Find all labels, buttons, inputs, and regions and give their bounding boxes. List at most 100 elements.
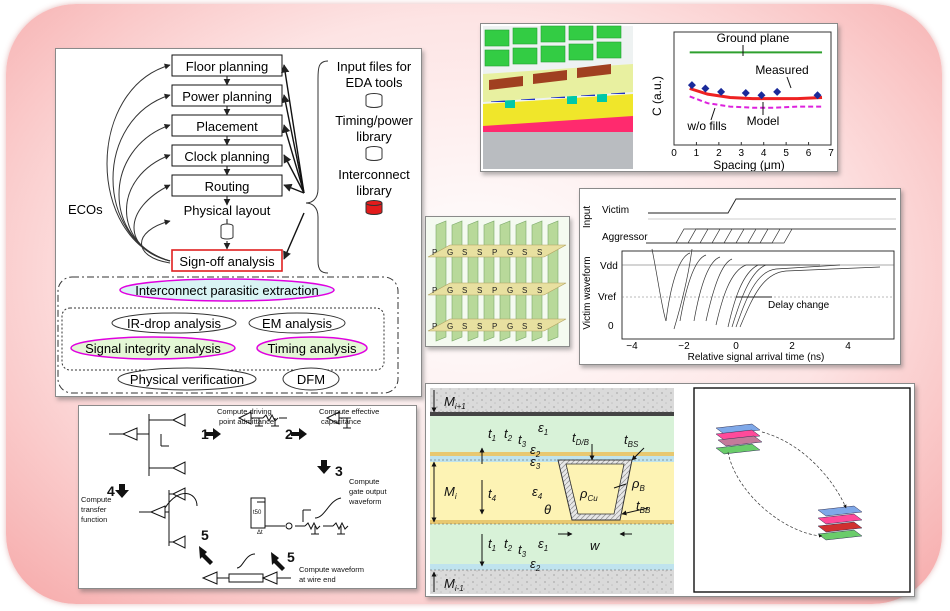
pgs-letter: P bbox=[492, 322, 497, 331]
pgs-letter: S bbox=[462, 322, 467, 331]
pgs-letter: P bbox=[492, 248, 497, 257]
stage-floor-planning: Floor planning bbox=[186, 59, 268, 74]
aggressor-waveforms bbox=[646, 228, 896, 244]
step-effective-line1: Compute effective bbox=[319, 407, 379, 416]
pgs-letter: G bbox=[507, 322, 513, 331]
svg-text:−2: −2 bbox=[678, 341, 690, 352]
step-gate-output-line3: waveform bbox=[348, 497, 382, 506]
series-line-1 bbox=[689, 87, 823, 101]
step-number-3: 3 bbox=[335, 463, 343, 479]
inputs-title-line1: Input files for bbox=[337, 59, 412, 74]
epsilon-1-lower: ε1 bbox=[538, 536, 548, 553]
stage-placement: Placement bbox=[196, 119, 258, 134]
lower-metal-layer bbox=[430, 570, 674, 594]
t50-label: t50 bbox=[253, 510, 262, 516]
thickness-t2-upper: t2 bbox=[504, 426, 513, 443]
step-number-5a: 5 bbox=[201, 527, 209, 543]
series-line-2 bbox=[689, 95, 823, 109]
step-transfer-line3: function bbox=[81, 515, 107, 524]
wo-fills-annotation: w/o fills bbox=[686, 119, 726, 133]
x-tick-label: 1 bbox=[694, 148, 700, 159]
svg-text:2: 2 bbox=[789, 341, 795, 352]
step-number-2: 2 bbox=[285, 426, 293, 442]
pgs-letter: S bbox=[477, 286, 482, 295]
x-tick-label: 0 bbox=[671, 148, 677, 159]
x-tick-label: 4 bbox=[761, 148, 767, 159]
width-w-label: w bbox=[590, 538, 601, 553]
epsilon-3: ε3 bbox=[530, 454, 541, 471]
measured-point bbox=[701, 84, 710, 93]
signoff-label: Sign-off analysis bbox=[179, 254, 275, 269]
ground-plane-annotation: Ground plane bbox=[717, 31, 790, 45]
t-bb-label: tBB bbox=[636, 498, 651, 515]
capacitance-plot-area bbox=[673, 31, 832, 146]
thickness-t2-lower: t2 bbox=[504, 536, 513, 553]
capacitance-x-axis-label: Spacing (μm) bbox=[713, 158, 785, 171]
theta-label: θ bbox=[544, 502, 551, 517]
step-driving-line2: point admittance bbox=[219, 417, 274, 426]
victim-waveforms bbox=[651, 248, 881, 330]
measured-point bbox=[741, 89, 750, 98]
t-db-label: tD/B bbox=[572, 430, 590, 447]
x-tick-label: 3 bbox=[739, 148, 745, 159]
pgs-letter: G bbox=[447, 286, 453, 295]
3d-fill-structure bbox=[483, 25, 633, 169]
measured-point bbox=[813, 91, 822, 100]
step-transfer-line1: Compute bbox=[81, 495, 111, 504]
victim-label: Victim bbox=[602, 205, 629, 216]
stacked-layers-illustration bbox=[693, 387, 911, 593]
physical-layout-label: Physical layout bbox=[184, 203, 271, 218]
crosstalk-x-ticks: −4 −2 0 2 4 bbox=[626, 341, 851, 352]
model-annotation: Model bbox=[747, 114, 780, 128]
step-gate-output-line1: Compute bbox=[349, 477, 379, 486]
stage-clock-planning: Clock planning bbox=[184, 149, 269, 164]
step-transfer-line2: transfer bbox=[81, 505, 107, 514]
pgs-letter: S bbox=[462, 248, 467, 257]
pgs-letter: G bbox=[507, 248, 513, 257]
wire-cross-section-panel: Mi+1 Mi Mi-1 t1 t2 t3 t4 t1 t2 t3 ε1 ε2 … bbox=[425, 383, 915, 597]
svg-text:4: 4 bbox=[845, 341, 851, 352]
pgs-letter: S bbox=[522, 322, 527, 331]
metal-mid-label: Mi bbox=[444, 484, 457, 501]
thickness-t3-lower: t3 bbox=[518, 542, 527, 559]
x-tick-label: 2 bbox=[716, 148, 722, 159]
pgs-letter: G bbox=[507, 286, 513, 295]
epsilon-1-upper: ε1 bbox=[538, 420, 548, 437]
timing-analysis-label: Timing analysis bbox=[267, 341, 357, 356]
pgs-letter: P bbox=[432, 248, 437, 257]
thickness-t4: t4 bbox=[488, 486, 497, 503]
measured-annotation: Measured bbox=[755, 63, 808, 77]
victim-waveform-plot bbox=[621, 250, 895, 340]
crosstalk-panel: Input Victim waveform Victim Aggressor V… bbox=[579, 188, 901, 365]
step-number-4: 4 bbox=[107, 483, 115, 499]
x-tick-label: 6 bbox=[806, 148, 812, 159]
pgs-letter: S bbox=[537, 248, 542, 257]
x-tick-label: 7 bbox=[828, 148, 834, 159]
measured-point bbox=[717, 87, 726, 96]
wire-cross-section-diagram: Mi+1 Mi Mi-1 t1 t2 t3 t4 t1 t2 t3 ε1 ε2 … bbox=[426, 384, 911, 596]
thickness-t1-upper: t1 bbox=[488, 426, 496, 443]
timing-lib-line2: library bbox=[356, 129, 392, 144]
capacitance-x-ticks: 0 1 2 3 4 5 6 7 bbox=[671, 142, 834, 159]
measured-point bbox=[757, 91, 766, 100]
stage-routing: Routing bbox=[205, 179, 250, 194]
x-tick-label: 5 bbox=[783, 148, 789, 159]
crosstalk-x-axis-label: Relative signal arrival time (ns) bbox=[688, 352, 825, 363]
rho-cu-label: ρCu bbox=[579, 486, 598, 503]
design-flow-diagram: Floor planning Power planning Placement … bbox=[57, 54, 413, 394]
ecos-label: ECOs bbox=[68, 202, 103, 217]
inputs-title-line2: EDA tools bbox=[345, 75, 403, 90]
interconnect-lib-line1: Interconnect bbox=[338, 167, 410, 182]
ir-drop-label: IR-drop analysis bbox=[127, 316, 221, 331]
crosstalk-diagram: Input Victim waveform Victim Aggressor V… bbox=[582, 198, 896, 363]
rho-b-label: ρB bbox=[631, 476, 645, 493]
extraction-label: Interconnect parasitic extraction bbox=[135, 283, 319, 298]
pgs-letter: S bbox=[522, 248, 527, 257]
waveform-steps-diagram: Compute driving point admittance Compute… bbox=[81, 407, 387, 585]
step-wire-end-line1: Compute waveform bbox=[299, 565, 364, 574]
em-label: EM analysis bbox=[262, 316, 333, 331]
epsilon-2-upper: ε2 bbox=[530, 442, 541, 459]
